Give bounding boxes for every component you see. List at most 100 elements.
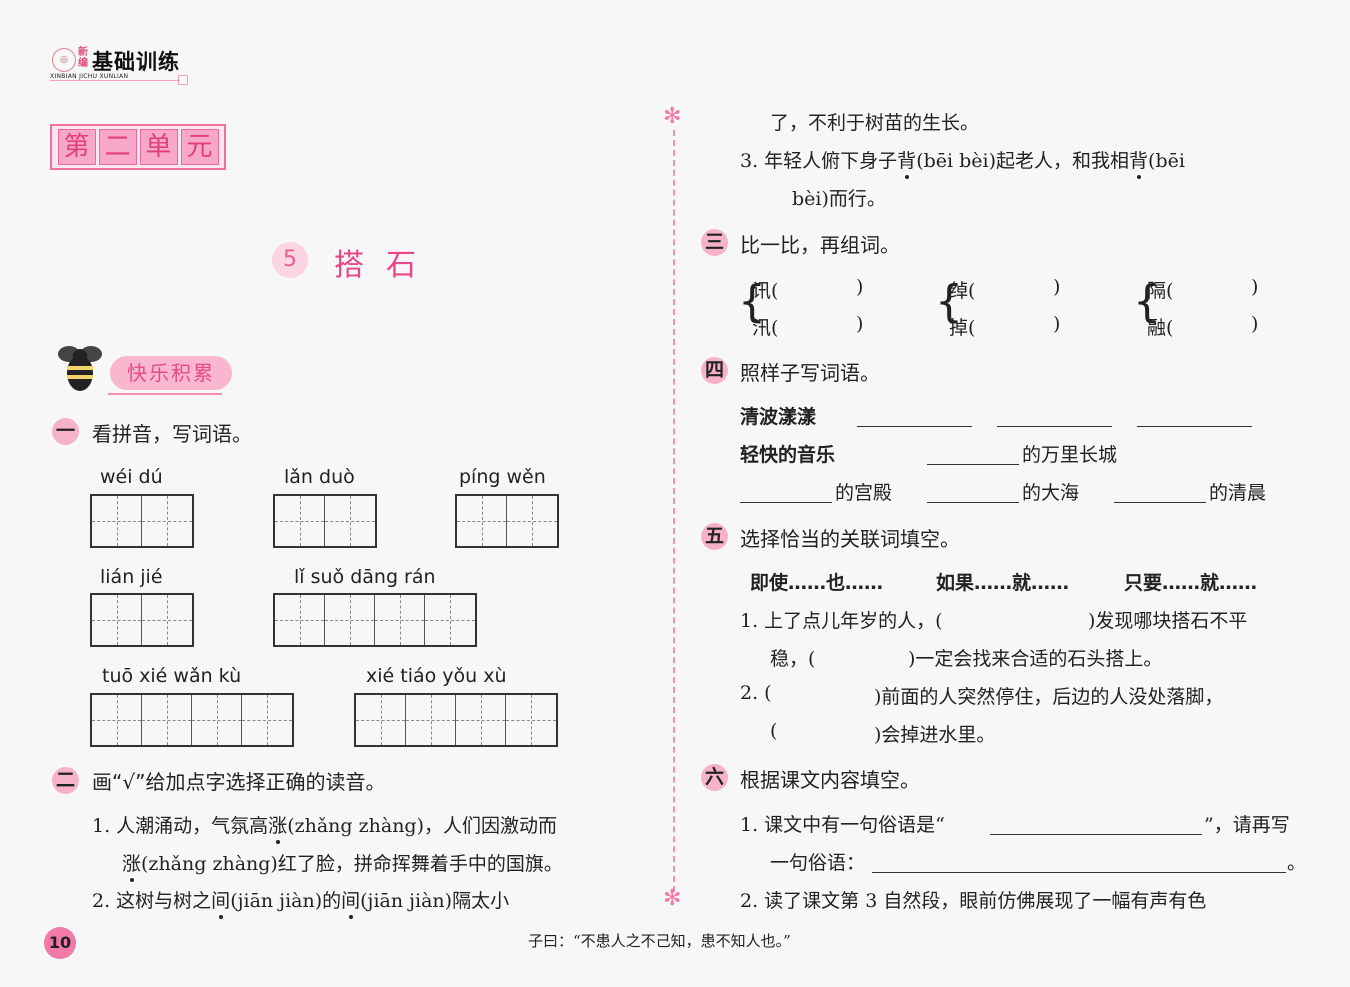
writing-grid[interactable] bbox=[273, 593, 477, 647]
section-title-6: 根据课文内容填空。 bbox=[740, 768, 920, 792]
section-title-3: 比一比，再组词。 bbox=[740, 233, 900, 257]
brace-icon: { bbox=[738, 276, 766, 327]
text: (bēi bèi)起老人，和我相 bbox=[916, 150, 1130, 172]
question-6-1-a: 1. 课文中有一句俗语是“ bbox=[740, 814, 945, 836]
unit-char: 二 bbox=[98, 129, 137, 165]
lesson-title: 搭石 bbox=[334, 248, 438, 283]
question-5-2-a: 2. ( bbox=[740, 682, 772, 704]
dotted-char: 背 bbox=[1129, 146, 1148, 179]
question-5-2-d: )会掉进水里。 bbox=[874, 724, 996, 746]
blank-line[interactable] bbox=[990, 834, 1202, 835]
example-word-2: 轻快的音乐 bbox=[740, 444, 836, 466]
paren-close: ) bbox=[1251, 313, 1259, 335]
pinyin-label: lián jié bbox=[100, 566, 163, 588]
unit-char: 单 bbox=[139, 129, 178, 165]
conjunction-option: 如果……就…… bbox=[936, 572, 1070, 594]
unit-title: 第 二 单 元 bbox=[50, 124, 226, 170]
question-2-1: 1. 人潮涌动，气氛高涨(zhǎng zhàng)，人们因激动而 bbox=[92, 811, 558, 844]
writing-grid[interactable] bbox=[90, 593, 194, 647]
banner-underline bbox=[108, 393, 222, 395]
phrase-text: 的万里长城 bbox=[1022, 444, 1118, 466]
logo-square-icon bbox=[178, 75, 188, 85]
paren-close: ) bbox=[1251, 276, 1259, 298]
writing-grid[interactable] bbox=[273, 494, 377, 548]
footer-quote: 子曰：“不患人之不己知，患不知人也。” bbox=[528, 932, 791, 950]
section-title-5: 选择恰当的关联词填空。 bbox=[740, 527, 960, 551]
compare-char: 掉( bbox=[949, 317, 976, 339]
compare-char: 讯( bbox=[752, 280, 779, 302]
writing-grid[interactable] bbox=[90, 693, 294, 747]
compare-char: 汛( bbox=[752, 317, 779, 339]
writing-grid[interactable] bbox=[354, 693, 558, 747]
writing-grid[interactable] bbox=[90, 494, 194, 548]
blank-line[interactable] bbox=[927, 502, 1019, 503]
section-title-4: 照样子写词语。 bbox=[740, 361, 880, 385]
text: 1. 人潮涌动，气氛高 bbox=[92, 815, 269, 837]
text: (zhǎng zhàng)红了脸，拼命挥舞着手中的国旗。 bbox=[141, 853, 563, 875]
paren-close: ) bbox=[856, 313, 864, 335]
compare-char: 绰( bbox=[949, 280, 976, 302]
question-2-3: 3. 年轻人俯下身子背(bēi bèi)起老人，和我相背(bēi bbox=[740, 146, 1185, 179]
dotted-char: 间 bbox=[341, 886, 360, 919]
question-5-1-c: 稳，( bbox=[770, 648, 816, 670]
text: (jiān jiàn)隔太小 bbox=[360, 890, 510, 912]
text: (zhǎng zhàng)，人们因激动而 bbox=[287, 815, 558, 837]
unit-char: 第 bbox=[57, 129, 96, 165]
blank-line[interactable] bbox=[927, 464, 1019, 465]
question-5-1-d: )一定会找来合适的石头搭上。 bbox=[908, 648, 1163, 670]
paren-close: ) bbox=[856, 276, 864, 298]
dotted-char: 间 bbox=[211, 886, 230, 919]
section-number-1: 一 bbox=[52, 418, 79, 445]
logo-badge-icon: ◎ bbox=[52, 48, 76, 72]
section-number-3: 三 bbox=[701, 229, 728, 256]
text: 2. 这树与树之 bbox=[92, 890, 212, 912]
phrase-text: 的大海 bbox=[1022, 482, 1080, 504]
blank-line[interactable] bbox=[997, 426, 1112, 427]
page-divider bbox=[673, 130, 675, 892]
section-title-2: 画“√”给加点字选择正确的读音。 bbox=[92, 770, 386, 794]
question-6-1-c: 一句俗语： bbox=[770, 852, 866, 874]
question-5-2-c: ( bbox=[770, 720, 778, 742]
question-5-2-b: )前面的人突然停住，后边的人没处落脚， bbox=[874, 686, 1224, 708]
text: (jiān jiàn)的 bbox=[230, 890, 342, 912]
section-number-5: 五 bbox=[701, 523, 728, 550]
pinyin-label: xié tiáo yǒu xù bbox=[366, 665, 507, 687]
unit-char: 元 bbox=[180, 129, 219, 165]
logo-pinyin: XINBIAN JICHU XUNLIAN bbox=[50, 73, 129, 80]
blank-line[interactable] bbox=[872, 872, 1286, 873]
writing-grid[interactable] bbox=[455, 494, 559, 548]
question-5-1-b: )发现哪块搭石不平 bbox=[1088, 610, 1248, 632]
pinyin-label: lǐ suǒ dāng rán bbox=[294, 566, 436, 588]
pinyin-label: wéi dú bbox=[100, 466, 163, 488]
question-6-1-d: 。 bbox=[1287, 852, 1307, 874]
compare-char: 融( bbox=[1147, 317, 1174, 339]
blank-line[interactable] bbox=[1114, 502, 1206, 503]
blank-line[interactable] bbox=[1137, 426, 1252, 427]
page-number: 10 bbox=[44, 927, 76, 959]
pinyin-label: píng wěn bbox=[459, 466, 546, 488]
star-icon: ✻ bbox=[663, 886, 682, 911]
question-2-3-cont: bèi)而行。 bbox=[792, 188, 886, 210]
blank-line[interactable] bbox=[857, 426, 972, 427]
section-number-4: 四 bbox=[701, 357, 728, 384]
paren-close: ) bbox=[1053, 313, 1061, 335]
blank-line[interactable] bbox=[740, 502, 832, 503]
phrase-text: 的宫殿 bbox=[835, 482, 893, 504]
conjunction-option: 即使……也…… bbox=[750, 572, 884, 594]
brace-icon: { bbox=[1133, 276, 1161, 327]
question-2-2-cont: 了，不利于树苗的生长。 bbox=[770, 112, 980, 134]
lesson-number: 5 bbox=[272, 242, 308, 278]
question-2-1-cont: 涨(zhǎng zhàng)红了脸，拼命挥舞着手中的国旗。 bbox=[122, 849, 563, 882]
bee-icon bbox=[58, 346, 102, 391]
section-title-1: 看拼音，写词语。 bbox=[92, 422, 252, 446]
text: (bēi bbox=[1148, 150, 1185, 172]
section-number-6: 六 bbox=[701, 764, 728, 791]
dotted-char: 涨 bbox=[122, 849, 141, 882]
logo-underline bbox=[50, 80, 180, 81]
question-6-1-b: ”，请再写 bbox=[1204, 814, 1290, 836]
conjunction-option: 只要……就…… bbox=[1124, 572, 1258, 594]
brace-icon: { bbox=[935, 276, 963, 327]
text: 3. 年轻人俯下身子 bbox=[740, 150, 898, 172]
question-6-2: 2. 读了课文第 3 自然段，眼前仿佛展现了一幅有声有色 bbox=[740, 890, 1207, 912]
pinyin-label: lǎn duò bbox=[284, 466, 355, 488]
